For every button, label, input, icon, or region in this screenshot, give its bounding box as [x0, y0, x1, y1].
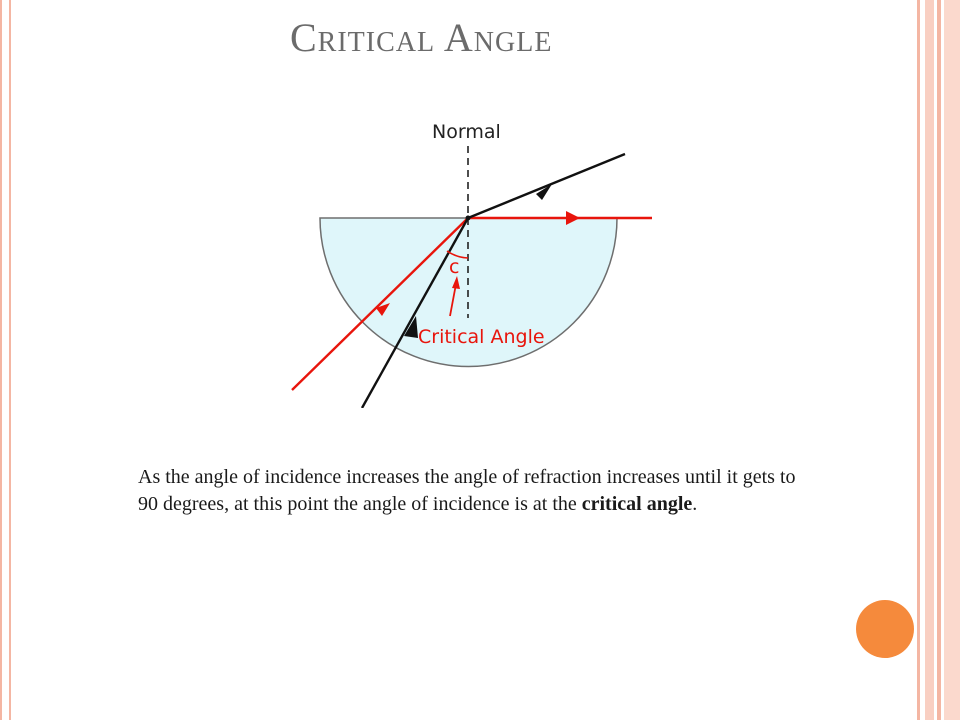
- black-incident-ray: [360, 217, 470, 408]
- body-text-emphasis: critical angle: [581, 493, 693, 515]
- slide-frame-right: [917, 0, 960, 720]
- body-text-main: As the angle of incidence increases the …: [138, 466, 796, 515]
- slide-title: Critical Angle: [290, 15, 553, 60]
- frame-stripe: [925, 0, 934, 720]
- angle-symbol-label: c: [449, 256, 459, 278]
- frame-stripe: [937, 0, 941, 720]
- black-incident-arrow: [404, 316, 418, 338]
- body-text-end: .: [692, 493, 698, 515]
- normal-label: Normal: [432, 121, 501, 143]
- critical-angle-pointer-head: [452, 276, 460, 289]
- black-refracted-arrow: [536, 184, 552, 200]
- slide-frame-left-inner: [9, 0, 11, 720]
- red-refracted-arrow: [566, 211, 580, 225]
- critical-angle-label: Critical Angle: [418, 326, 545, 348]
- slide-body-text: As the angle of incidence increases the …: [138, 464, 808, 518]
- red-incident-arrow: [376, 303, 390, 316]
- red-incident-ray: [291, 217, 469, 391]
- slide-frame-left: [0, 0, 11, 720]
- critical-angle-pointer: [449, 283, 457, 317]
- frame-stripe: [944, 0, 960, 720]
- critical-angle-arc: [446, 250, 469, 259]
- critical-angle-diagram: Normal c Critical Angle: [291, 121, 652, 408]
- frame-stripe: [917, 0, 920, 720]
- black-refracted-ray: [467, 152, 626, 220]
- incidence-point: [465, 215, 471, 221]
- decorative-orange-dot: [856, 600, 914, 658]
